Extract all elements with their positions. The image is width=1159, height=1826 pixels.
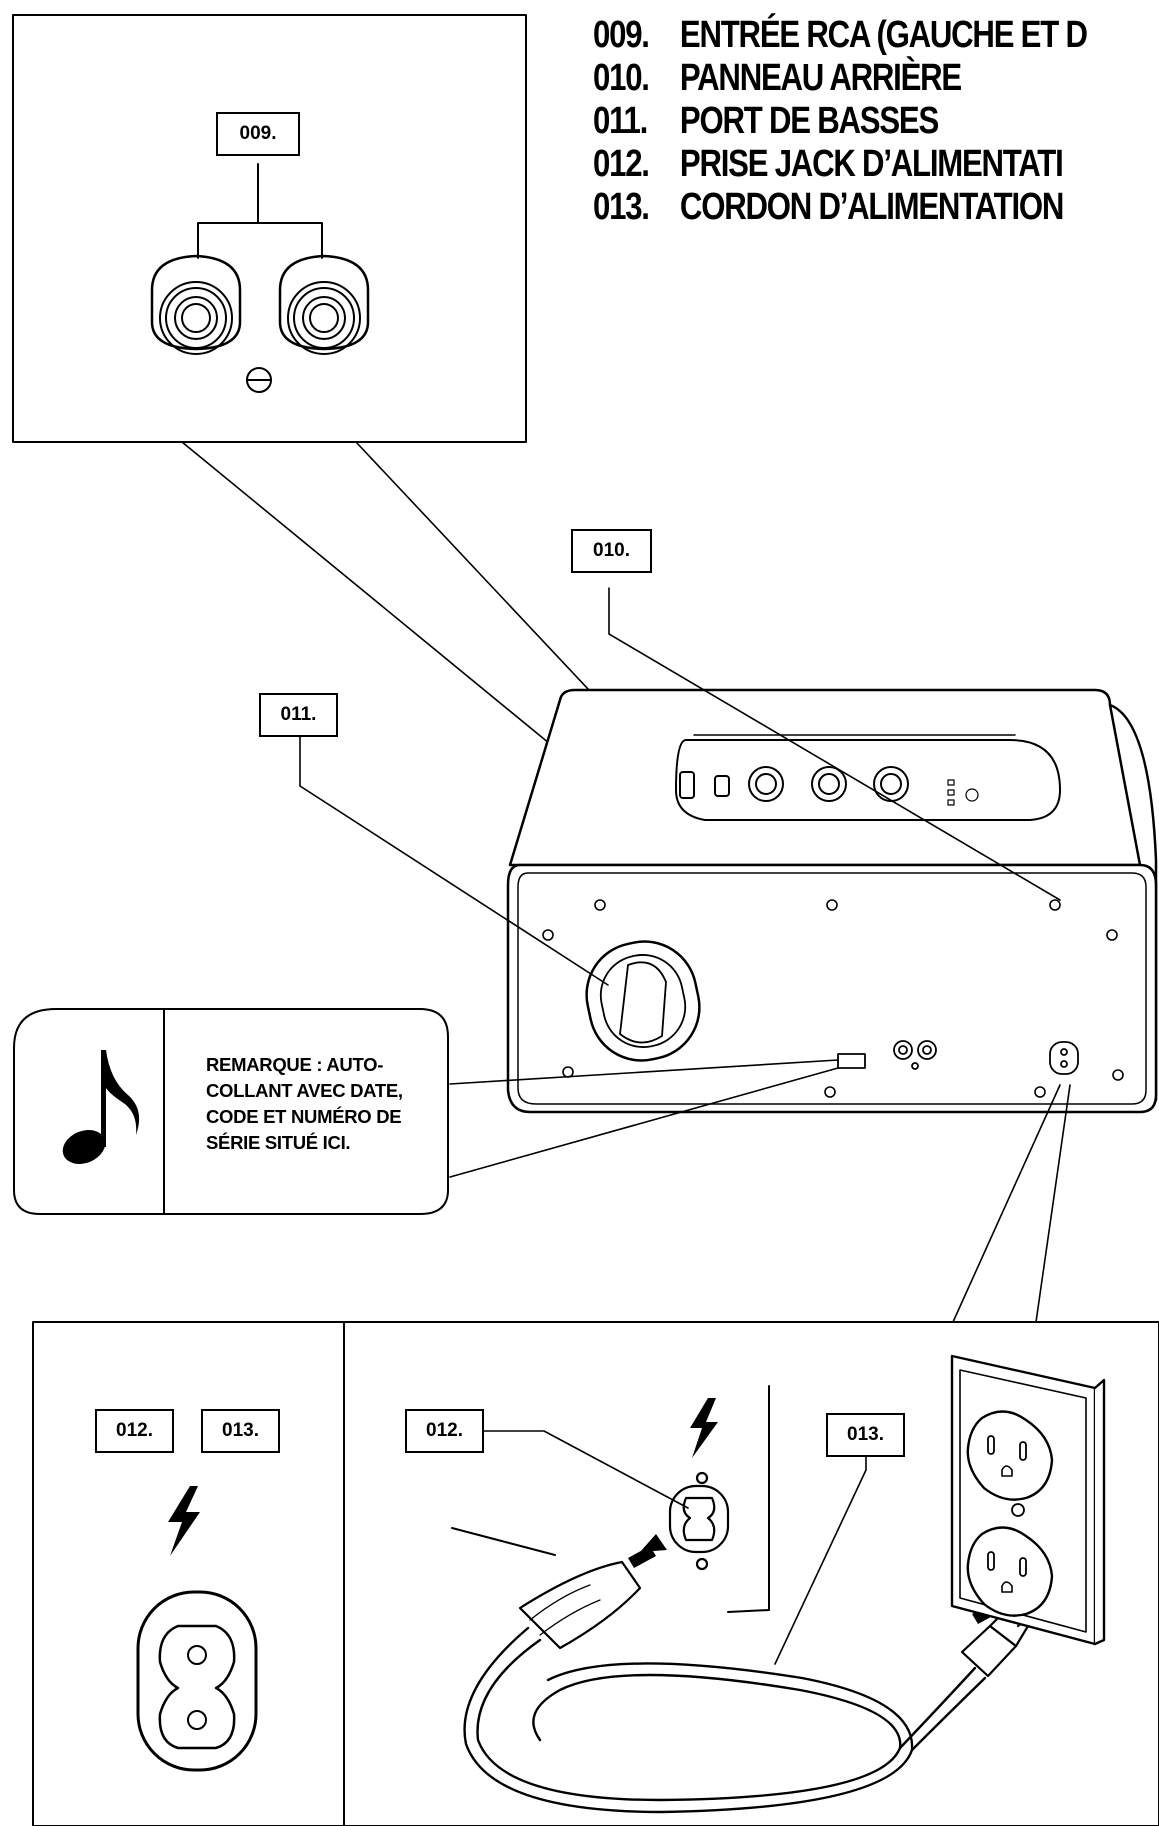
rca-right-jack — [278, 254, 370, 355]
knob-3 — [873, 766, 909, 802]
legend-item-010: 010.PANNEAU ARRIÈRE — [593, 57, 962, 99]
music-note-icon — [62, 1050, 140, 1164]
knob-1 — [748, 766, 784, 802]
legend-item-011: 011.PORT DE BASSES — [593, 100, 939, 142]
callout-011: 011. — [259, 693, 338, 737]
lightning-bolt-icon — [690, 1398, 718, 1458]
legend-item-009: 009.ENTRÉE RCA (GAUCHE ET D — [593, 14, 1088, 56]
wall-outlet-icon — [950, 1354, 1106, 1646]
callout-012-right: 012. — [405, 1409, 484, 1453]
rca-inputs-on-panel — [893, 1040, 937, 1070]
legend-item-012: 012.PRISE JACK D’ALIMENTATI — [593, 143, 1064, 185]
lightning-bolt-icon — [168, 1486, 200, 1556]
panel-edge — [451, 1385, 770, 1613]
rca-inset — [12, 14, 527, 443]
screw-icon — [246, 367, 272, 393]
panel-screws — [542, 899, 1124, 1098]
leader-lines — [299, 587, 1071, 1323]
bass-port — [585, 940, 701, 1062]
callout-010: 010. — [571, 529, 652, 573]
callout-009: 009. — [216, 112, 300, 156]
legend-item-013: 013.CORDON D’ALIMENTATION — [593, 186, 1064, 228]
power-jack-on-panel — [668, 1471, 730, 1571]
switch-icon — [679, 771, 730, 799]
power-socket-icon — [136, 1590, 258, 1772]
callout-013-left: 013. — [201, 1409, 280, 1453]
note-text: REMARQUE : AUTO-COLLANT AVEC DATE, CODE … — [206, 1054, 403, 1153]
callout-012-left: 012. — [95, 1409, 174, 1453]
knob-2 — [811, 766, 847, 802]
note-box — [13, 1008, 449, 1215]
legend-list: 009.ENTRÉE RCA (GAUCHE ET D 010.PANNEAU … — [593, 14, 1159, 229]
serial-sticker — [837, 1053, 866, 1069]
callout-013-right: 013. — [826, 1413, 905, 1457]
power-cord — [463, 1560, 987, 1814]
power-socket-on-panel — [1049, 1041, 1079, 1075]
rca-left-jack — [150, 254, 242, 355]
